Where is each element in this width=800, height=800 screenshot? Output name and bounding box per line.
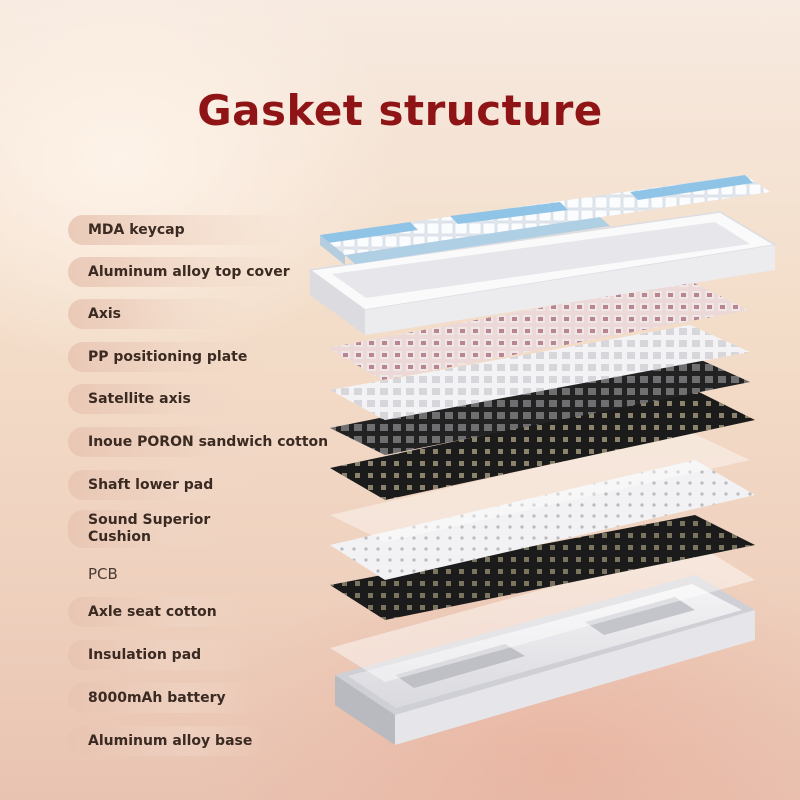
label-sound-cushion: Sound Superior Cushion: [68, 510, 238, 548]
label-satellite-axis: Satellite axis: [68, 384, 258, 414]
layer-keycaps: [320, 175, 770, 265]
layer-pcb: [330, 460, 755, 580]
layer-base: [335, 575, 755, 745]
layer-top-cover: [308, 211, 778, 335]
layer-label-list: MDA keycap Aluminum alloy top cover Axis…: [68, 0, 368, 800]
page-title: Gasket structure: [197, 86, 603, 136]
layer-axle-seat-cotton: [330, 515, 755, 620]
label-top-cover: Aluminum alloy top cover: [68, 257, 298, 287]
label-axle-seat-cotton: Axle seat cotton: [68, 597, 258, 627]
layer-sound-cushion: [330, 432, 750, 542]
label-poron-cotton: Inoue PORON sandwich cotton: [68, 427, 328, 457]
layer-switches: [328, 280, 748, 380]
label-shaft-lower-pad: Shaft lower pad: [68, 470, 258, 500]
label-battery: 8000mAh battery: [68, 683, 258, 713]
label-axis: Axis: [68, 299, 248, 329]
layer-insulation-pad: [330, 546, 755, 682]
label-mda-keycap: MDA keycap: [68, 215, 293, 245]
label-insulation-pad: Insulation pad: [68, 640, 248, 670]
label-base: Aluminum alloy base: [68, 726, 268, 756]
exploded-keyboard-illustration: [308, 175, 778, 745]
layer-poron-cotton: [330, 355, 750, 455]
layer-shaft-lower-pad: [330, 390, 755, 500]
label-positioning-plate: PP positioning plate: [68, 342, 268, 372]
layer-positioning-plate: [330, 325, 750, 420]
label-pcb: PCB: [88, 565, 118, 583]
